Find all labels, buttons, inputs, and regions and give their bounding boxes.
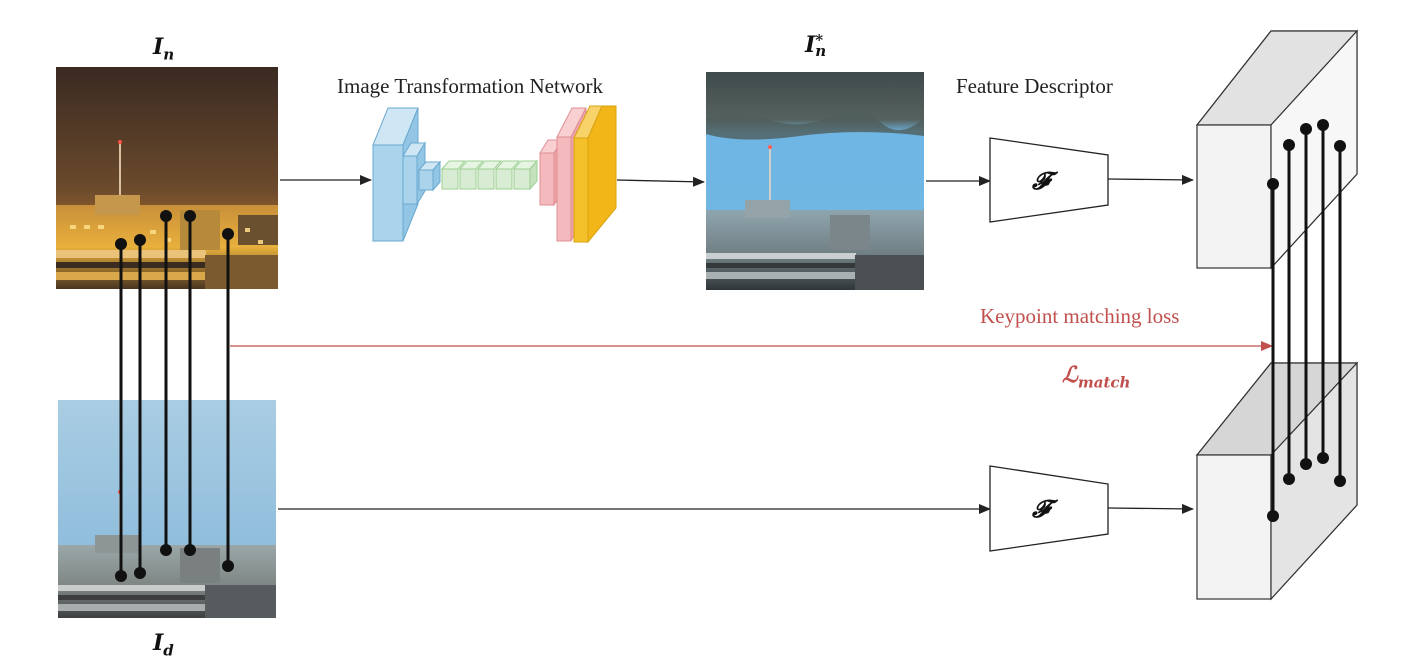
descriptor-bottom-symbol: 𝓕 xyxy=(1032,494,1050,523)
feature-block-top xyxy=(1195,29,1359,270)
day-image-label: Id xyxy=(153,630,174,660)
network-title: Image Transformation Network xyxy=(337,74,603,98)
arrow-descriptor-to-feature-bottom xyxy=(1107,503,1194,514)
loss-title: Keypoint matching loss xyxy=(980,304,1180,328)
transformed-image xyxy=(706,72,924,290)
encoder-block-3 xyxy=(418,169,434,191)
night-image-label: In xyxy=(153,34,175,64)
arrow-descriptor-to-feature-top xyxy=(1107,174,1194,185)
descriptor-top xyxy=(989,137,1109,223)
arrow-network-to-transformed xyxy=(616,176,705,187)
bottleneck-blocks xyxy=(440,159,539,191)
night-image xyxy=(56,67,278,289)
keypoints-features xyxy=(1267,119,1346,522)
keypoints-images xyxy=(115,210,234,582)
descriptor-bottom xyxy=(989,465,1109,552)
output-block xyxy=(573,105,617,244)
loss-symbol: ℒmatch xyxy=(1062,362,1131,392)
encoder-block-2 xyxy=(402,155,418,205)
descriptor-top-symbol: 𝓕 xyxy=(1032,166,1050,195)
feature-block-bottom xyxy=(1195,361,1359,601)
descriptor-title: Feature Descriptor xyxy=(956,74,1113,98)
keypoint-correspondences-images xyxy=(119,216,230,576)
flow-arrows xyxy=(278,174,1194,514)
transformed-image-label: I*n xyxy=(805,31,827,60)
transformation-network xyxy=(372,105,617,244)
keypoint-correspondences-features xyxy=(1271,125,1342,516)
